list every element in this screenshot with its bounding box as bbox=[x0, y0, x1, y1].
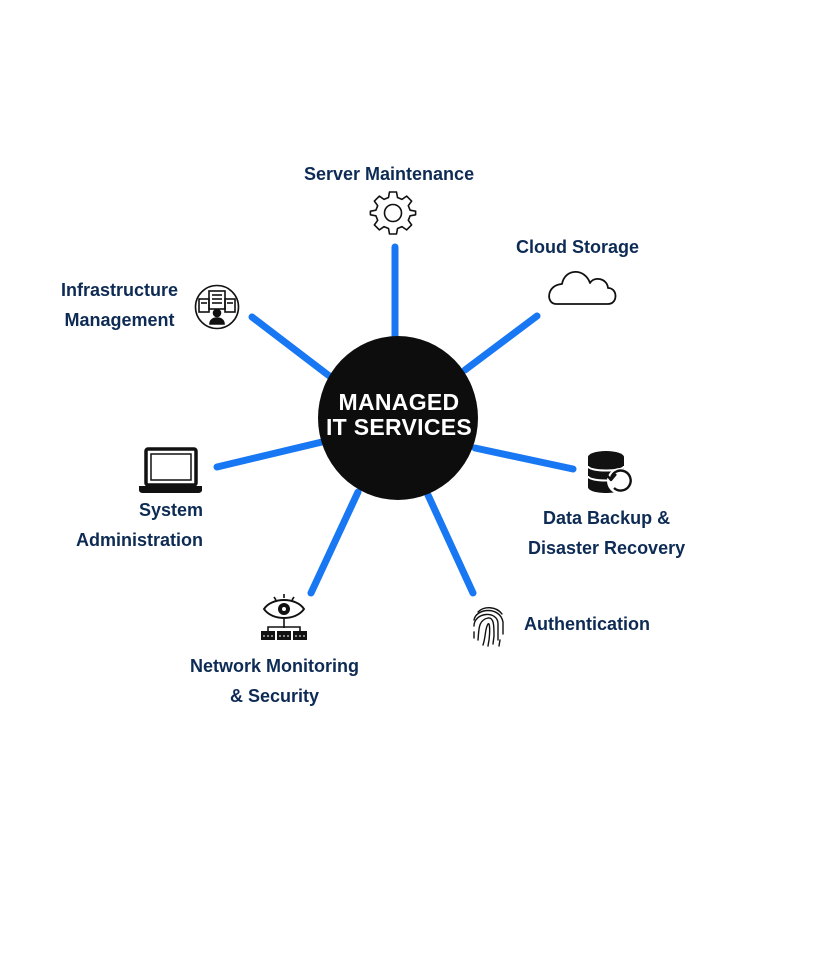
label-line: Management bbox=[64, 310, 175, 330]
gear-icon bbox=[369, 191, 417, 235]
server-user-icon bbox=[194, 284, 240, 330]
fingerprint-icon bbox=[473, 607, 504, 647]
label-network-monitoring: Network Monitoring & Security bbox=[190, 651, 359, 711]
label-server-maintenance: Server Maintenance bbox=[304, 159, 474, 189]
label-line: Network Monitoring bbox=[190, 656, 359, 676]
label-cloud-storage: Cloud Storage bbox=[516, 232, 639, 262]
label-line: & Security bbox=[229, 686, 320, 706]
label-line: Data Backup & bbox=[543, 508, 671, 528]
label-data-backup: Data Backup & Disaster Recovery bbox=[528, 503, 685, 563]
hub-title-line2: IT SERVICES bbox=[325, 414, 473, 440]
spokes bbox=[213, 243, 577, 597]
label-system-administration: System Administration bbox=[70, 495, 203, 555]
label-line: Infrastructure bbox=[60, 280, 179, 300]
label-infrastructure-management: Infrastructure Management bbox=[58, 275, 181, 335]
spoke-system-administration bbox=[213, 438, 326, 471]
spoke-data-backup bbox=[471, 444, 577, 473]
label-line: Server Maintenance bbox=[304, 164, 475, 184]
spoke-cloud-storage bbox=[461, 312, 541, 374]
database-backup-icon bbox=[587, 451, 633, 494]
cloud-icon bbox=[548, 270, 617, 305]
label-line: System bbox=[138, 500, 203, 520]
hub-title: MANAGED IT SERVICES bbox=[320, 390, 478, 440]
label-authentication: Authentication bbox=[524, 609, 650, 639]
label-line: Disaster Recovery bbox=[528, 538, 686, 558]
spoke-infrastructure-management bbox=[248, 313, 336, 382]
spoke-network-monitoring bbox=[307, 488, 362, 597]
laptop-icon bbox=[139, 447, 202, 493]
label-line: Authentication bbox=[524, 614, 650, 634]
eye-network-icon bbox=[261, 594, 307, 640]
hub-title-line1: MANAGED bbox=[338, 389, 460, 415]
label-line: Cloud Storage bbox=[516, 237, 640, 257]
label-line: Administration bbox=[75, 530, 203, 550]
spoke-authentication bbox=[424, 491, 477, 597]
hub-circle bbox=[318, 336, 478, 500]
